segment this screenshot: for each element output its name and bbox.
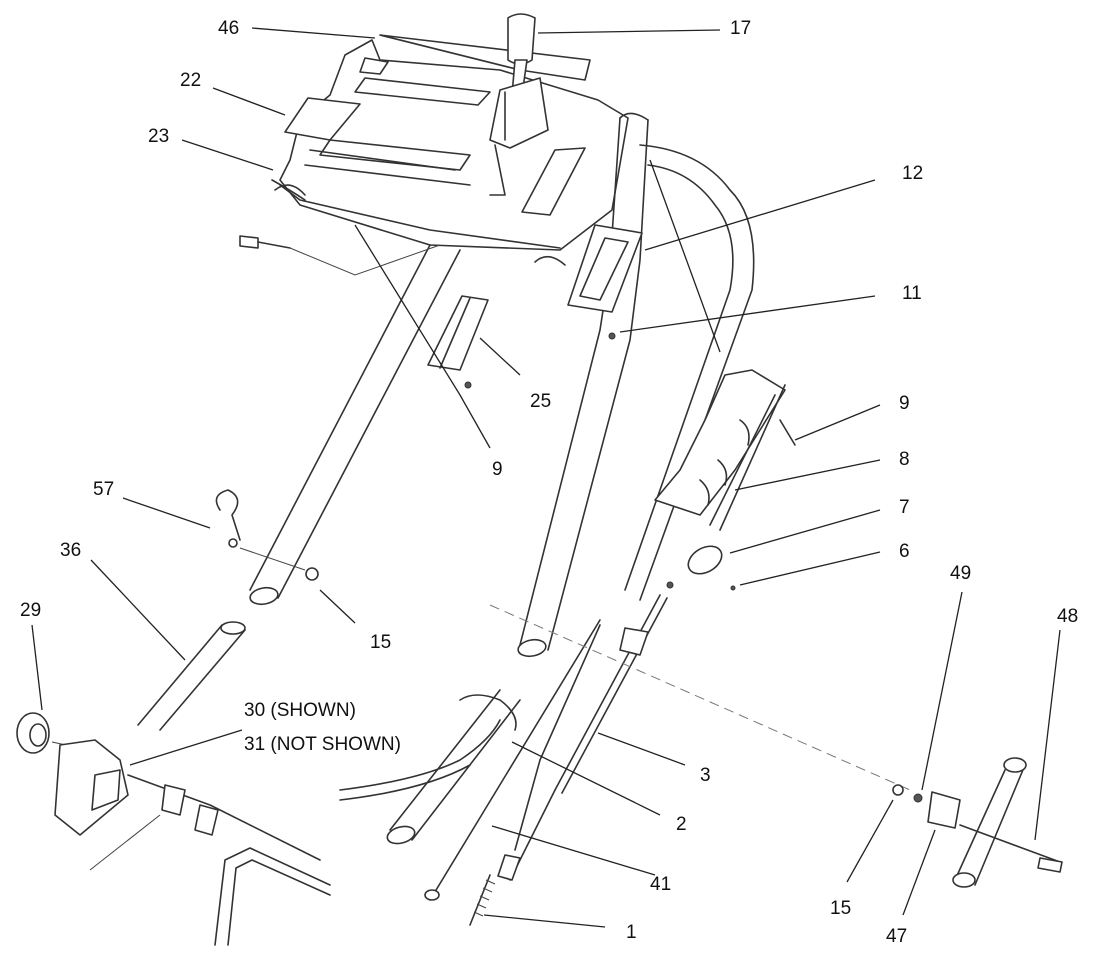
rod-41 bbox=[424, 619, 601, 926]
callout-36: 36 bbox=[60, 540, 81, 561]
callout-12: 12 bbox=[902, 163, 923, 184]
callout-7: 7 bbox=[899, 497, 910, 518]
callout-17: 17 bbox=[730, 18, 751, 39]
bracket-30 bbox=[54, 739, 331, 946]
bracket-25 bbox=[427, 295, 489, 389]
callout-8: 8 bbox=[899, 449, 910, 470]
plate-12 bbox=[567, 224, 643, 340]
callout-11: 11 bbox=[902, 283, 922, 304]
callout-1: 1 bbox=[626, 922, 637, 943]
callout-47: 47 bbox=[886, 926, 907, 947]
callout-57: 57 bbox=[93, 479, 114, 500]
knob-29 bbox=[16, 712, 81, 754]
leader-lines bbox=[31, 27, 1061, 928]
control-panel bbox=[271, 34, 629, 266]
callout-49: 49 bbox=[950, 563, 971, 584]
callout-2: 2 bbox=[676, 814, 687, 835]
pin-57 bbox=[215, 489, 319, 581]
callout-46: 46 bbox=[218, 18, 239, 39]
upper-handle-right bbox=[517, 112, 755, 658]
callout-22: 22 bbox=[180, 70, 201, 91]
callout-31: 31 (NOT SHOWN) bbox=[244, 734, 401, 755]
shift-lever bbox=[489, 13, 549, 196]
callout-9-right: 9 bbox=[899, 393, 910, 414]
lower-handle-2 bbox=[339, 689, 521, 845]
callout-30: 30 (SHOWN) bbox=[244, 700, 356, 721]
alignment-line bbox=[489, 604, 911, 791]
callout-48: 48 bbox=[1057, 606, 1078, 627]
callouts: 46 17 22 23 12 11 25 9 9 8 7 6 57 36 29 … bbox=[20, 18, 1078, 947]
lower-right-assembly bbox=[892, 757, 1063, 888]
callout-6: 6 bbox=[899, 541, 910, 562]
callout-23: 23 bbox=[148, 126, 169, 147]
callout-3: 3 bbox=[700, 765, 711, 786]
bracket-8 bbox=[654, 369, 796, 591]
upper-handle-left bbox=[249, 244, 461, 606]
callout-9-left: 9 bbox=[492, 459, 503, 480]
tube-36 bbox=[137, 621, 246, 731]
cable-3 bbox=[514, 594, 668, 851]
callout-15-right: 15 bbox=[830, 898, 851, 919]
callout-25: 25 bbox=[530, 391, 551, 412]
bolt-left bbox=[239, 235, 441, 276]
callout-15-left: 15 bbox=[370, 632, 391, 653]
callout-41: 41 bbox=[650, 874, 671, 895]
callout-29: 29 bbox=[20, 600, 41, 621]
